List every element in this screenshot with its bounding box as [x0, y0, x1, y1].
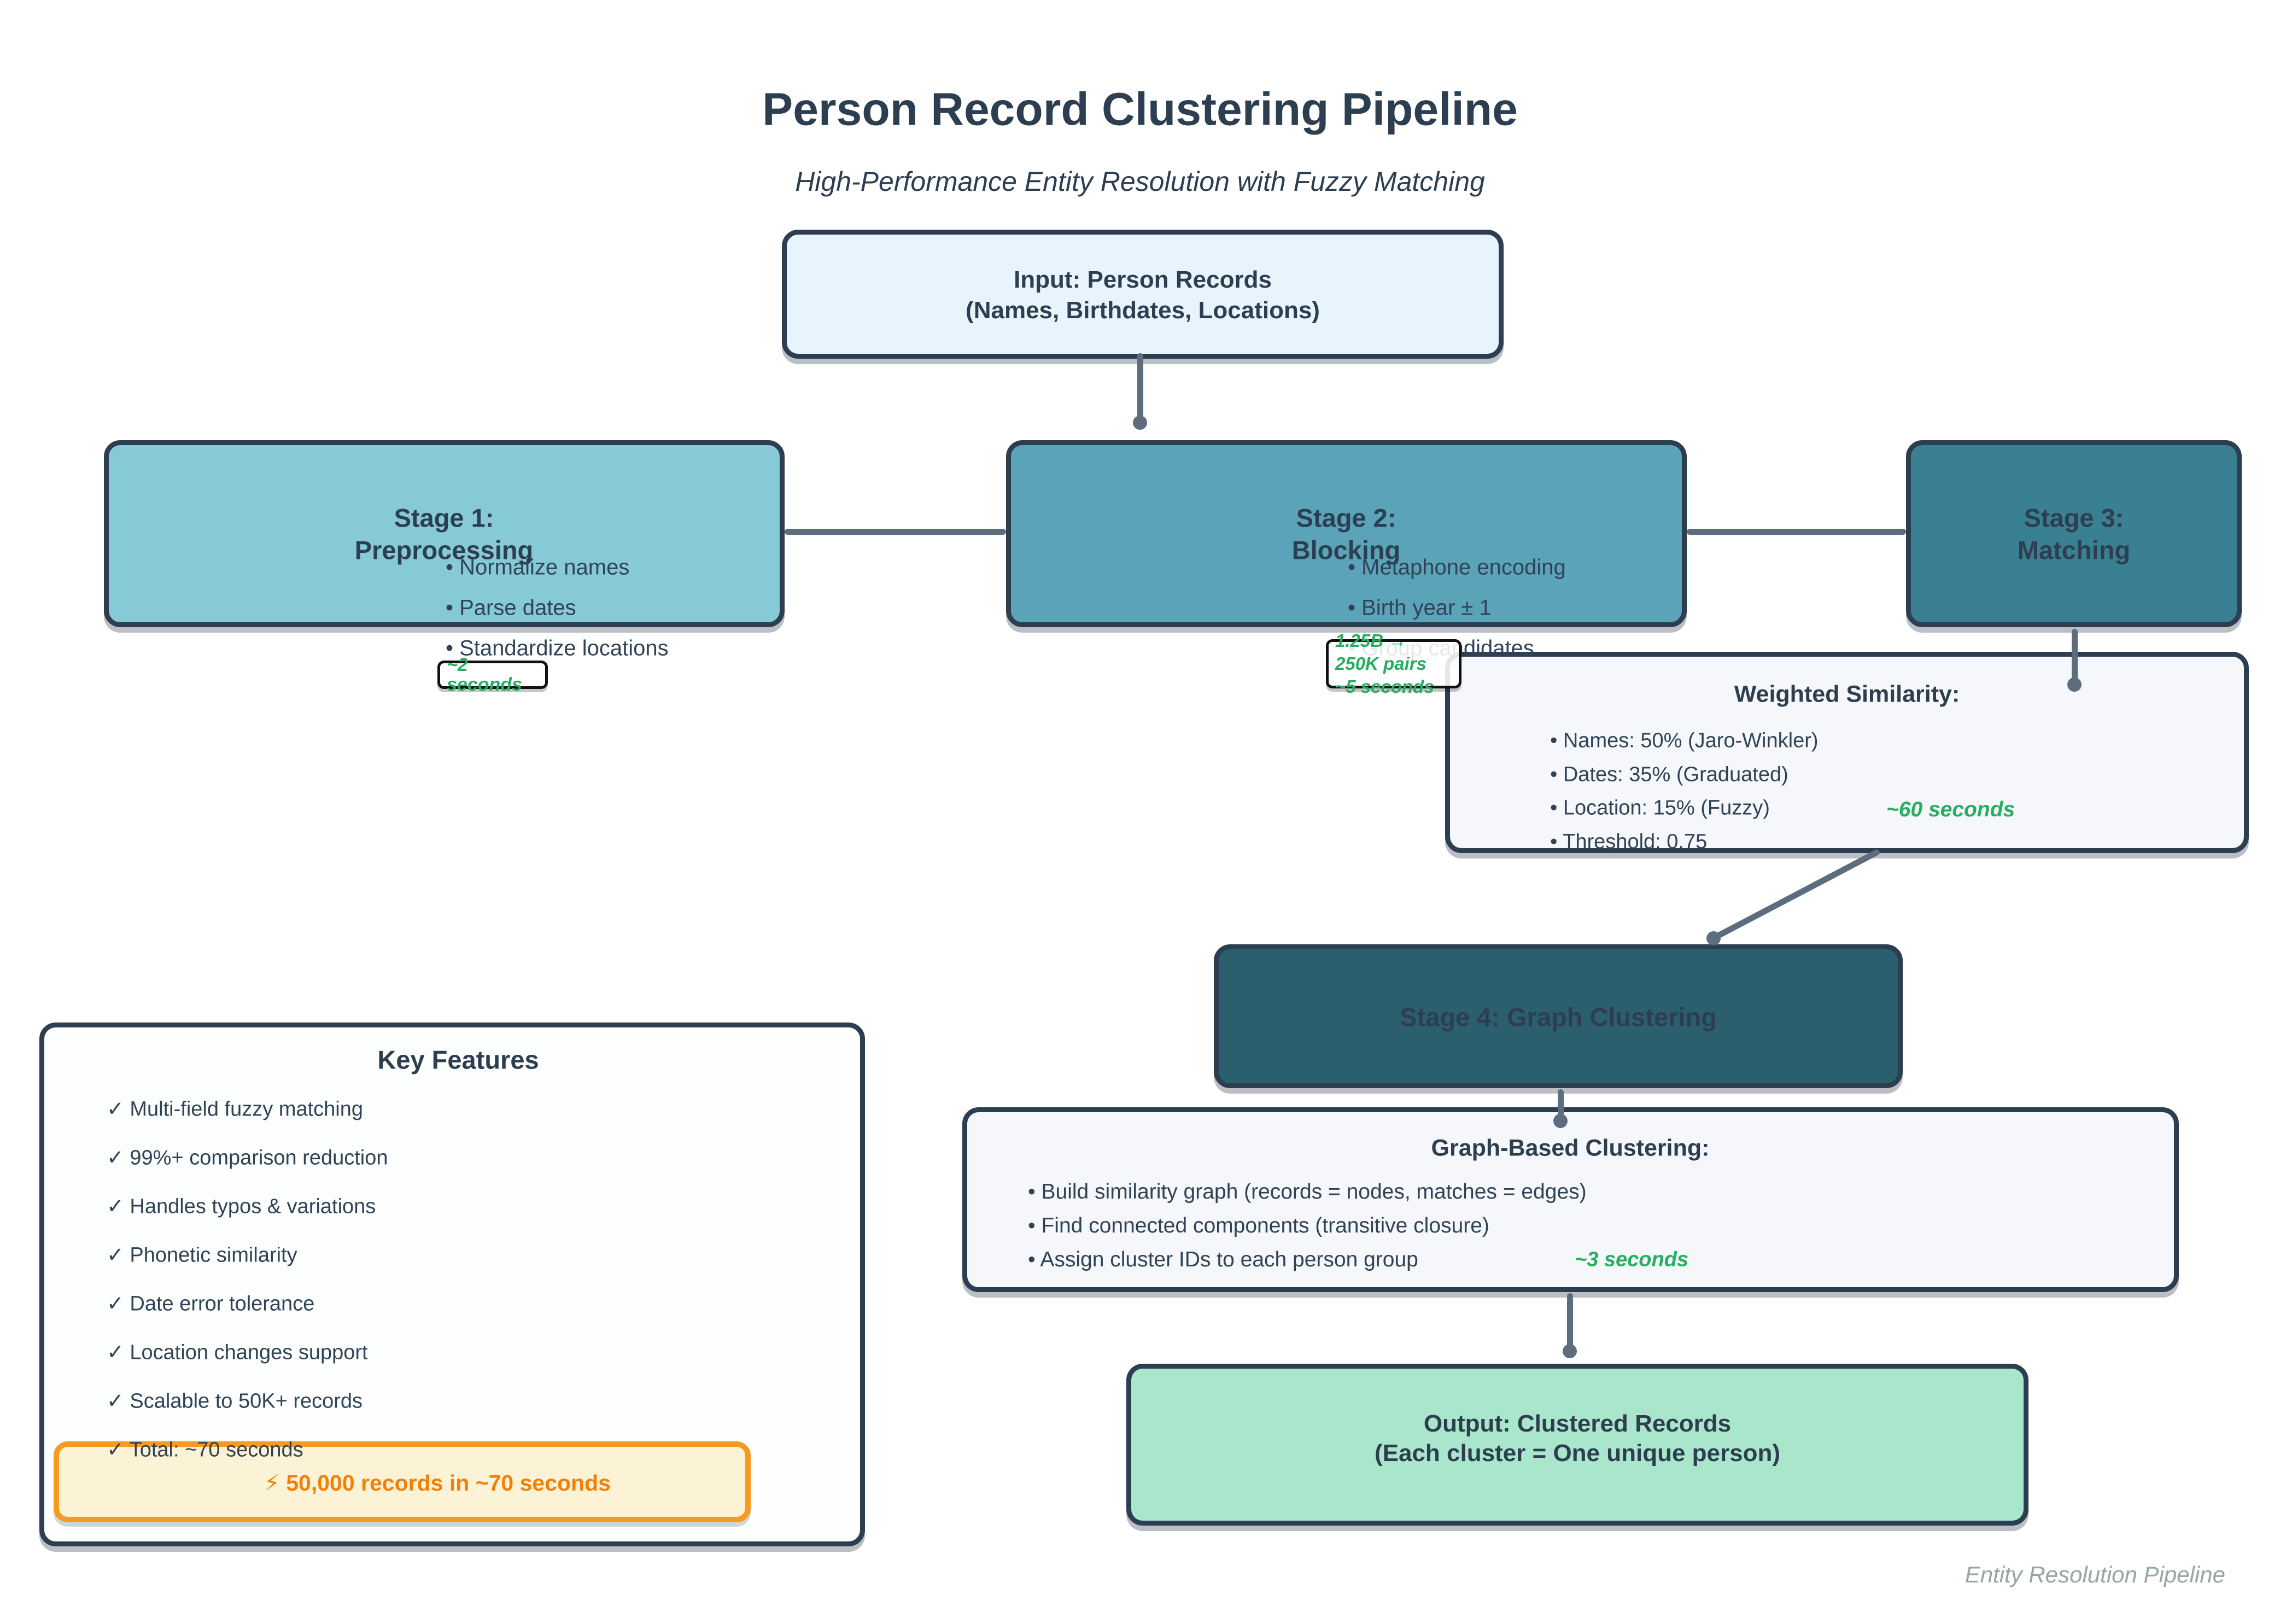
- performance-highlight-badge: [54, 1441, 751, 1522]
- weighted-similarity-panel: [1445, 652, 2249, 853]
- feature-item: ✓ Date error tolerance: [107, 1292, 315, 1316]
- connector-weighted-stage4: [1712, 848, 1881, 941]
- feature-item: ✓ Location changes support: [107, 1341, 368, 1364]
- connector-input-stage2-arrowhead: [1133, 416, 1147, 430]
- stage1-timing-label: ~2 seconds: [447, 655, 522, 695]
- connector-graph-output-arrowhead: [1563, 1344, 1577, 1358]
- connector-stage3-weighted: [2072, 629, 2078, 681]
- stage1-timing-badge: ~2 seconds: [437, 655, 548, 694]
- graph-clustering-title: Graph-Based Clustering:: [1431, 1135, 1710, 1161]
- connector-stage4-graph: [1558, 1089, 1564, 1118]
- stage2-bullet: • Birth year ± 1: [1348, 595, 1492, 620]
- output-node: [1126, 1364, 2028, 1526]
- stage2-reduction-badge: 1.25B → 250K pairs ~5 seconds: [1326, 630, 1461, 697]
- weighted-bullet: • Dates: 35% (Graduated): [1550, 763, 1788, 786]
- weighted-bullet: • Threshold: 0.75: [1550, 830, 1708, 854]
- stage1-bullet: • Standardize locations: [446, 636, 669, 661]
- stage1-bullet: • Normalize names: [446, 555, 630, 580]
- stage1-bullet: • Parse dates: [446, 595, 576, 620]
- graph-clustering-panel: [962, 1107, 2179, 1292]
- page-subtitle: High-Performance Entity Resolution with …: [795, 166, 1485, 197]
- input-node-line1: Input: Person Records: [1014, 266, 1272, 293]
- footer-caption: Entity Resolution Pipeline: [1965, 1562, 2225, 1587]
- page-title: Person Record Clustering Pipeline: [762, 83, 1518, 135]
- stage1-title-line1: Stage 1:: [394, 503, 494, 533]
- feature-item: ✓ Handles typos & variations: [107, 1195, 376, 1218]
- key-features-title: Key Features: [377, 1045, 539, 1074]
- input-node-line2: (Names, Birthdates, Locations): [966, 297, 1320, 324]
- output-node-line2: (Each cluster = One unique person): [1374, 1440, 1781, 1467]
- connector-stage4-graph-arrowhead: [1553, 1114, 1568, 1128]
- feature-item: ✓ 99%+ comparison reduction: [107, 1146, 388, 1170]
- connector-stage1-stage2: [785, 529, 1006, 535]
- weighted-bullet: • Location: 15% (Fuzzy): [1550, 796, 1770, 820]
- feature-item: ✓ Phonetic similarity: [107, 1243, 297, 1267]
- performance-highlight-label: ⚡ 50,000 records in ~70 seconds: [264, 1470, 611, 1496]
- connector-stage2-stage3: [1687, 529, 1906, 535]
- stage2-title-line1: Stage 2:: [1296, 503, 1396, 533]
- stage3-node: [1906, 440, 2242, 627]
- stage2-bullet: • Metaphone encoding: [1348, 555, 1566, 580]
- stage4-node: [1214, 944, 1903, 1088]
- weighted-similarity-title: Weighted Similarity:: [1734, 681, 1960, 708]
- graph-timing-label: ~3 seconds: [1575, 1248, 1689, 1271]
- stage3-title-line2: Matching: [2017, 535, 2131, 565]
- stage2-reduction-label: 1.25B → 250K pairs: [1335, 630, 1427, 674]
- connector-stage3-weighted-arrowhead: [2067, 677, 2082, 692]
- stage2-timing-label: ~5 seconds: [1335, 676, 1434, 697]
- stage4-title: Stage 4: Graph Clustering: [1400, 1002, 1717, 1032]
- feature-item: ✓ Total: ~70 seconds: [107, 1438, 303, 1462]
- stage1-node: [104, 440, 785, 627]
- input-node: [782, 230, 1504, 359]
- connector-weighted-stage4-arrowhead: [1706, 931, 1721, 945]
- weighted-bullet: • Names: 50% (Jaro-Winkler): [1550, 729, 1819, 752]
- connector-graph-output: [1567, 1293, 1573, 1348]
- stage1-title-line2: Preprocessing: [354, 535, 534, 565]
- stage3-title-line1: Stage 3:: [2024, 503, 2124, 533]
- stage2-node: [1006, 440, 1687, 627]
- stage2-title-line2: Blocking: [1291, 535, 1401, 565]
- weighted-timing-label: ~60 seconds: [1886, 798, 2015, 821]
- feature-item: ✓ Multi-field fuzzy matching: [107, 1097, 363, 1121]
- output-node-line1: Output: Clustered Records: [1423, 1410, 1732, 1437]
- graph-bullet: • Build similarity graph (records = node…: [1028, 1180, 1587, 1204]
- feature-item: ✓ Scalable to 50K+ records: [107, 1389, 363, 1413]
- graph-bullet: • Assign cluster IDs to each person grou…: [1028, 1248, 1418, 1271]
- graph-bullet: • Find connected components (transitive …: [1028, 1214, 1489, 1237]
- connector-input-stage2: [1137, 353, 1143, 419]
